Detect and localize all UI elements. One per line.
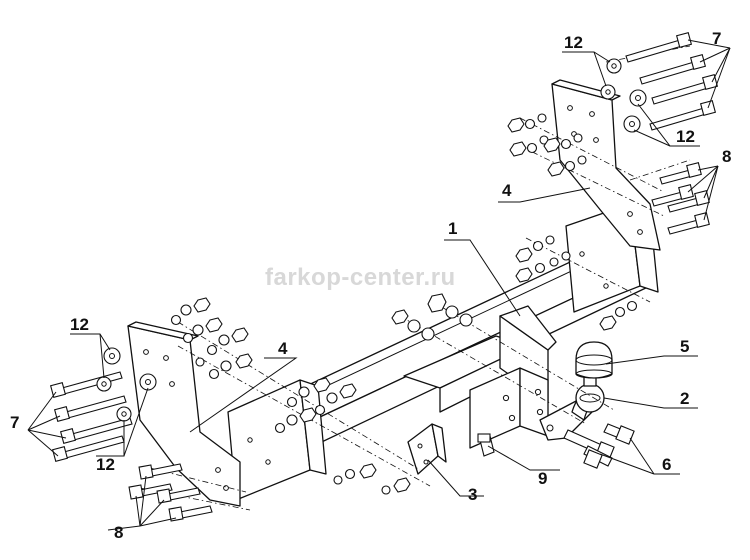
socket-bolt <box>477 433 495 457</box>
callout-3: 3 <box>468 485 477 504</box>
left-short-bolts <box>128 463 213 522</box>
right-long-bolts <box>625 31 719 131</box>
ball-cap <box>575 341 613 379</box>
ball-mount-bolts <box>563 423 635 469</box>
tow-ball-assembly <box>539 373 605 441</box>
callout-2: 2 <box>680 389 689 408</box>
callout-1: 1 <box>448 219 457 238</box>
callout-8-right: 8 <box>722 147 731 166</box>
callout-5: 5 <box>680 337 689 356</box>
callout-4-right: 4 <box>502 181 512 200</box>
callout-12-right-top: 12 <box>564 33 583 52</box>
callout-4-left: 4 <box>278 339 288 358</box>
left-large-washers <box>96 347 157 422</box>
left-mounting-bracket <box>127 321 241 507</box>
electrical-socket-plate <box>407 423 447 475</box>
callout-7-right: 7 <box>712 29 721 48</box>
callout-12-right-bottom: 12 <box>676 127 695 146</box>
right-bracket-fasteners <box>507 113 587 283</box>
right-large-washers <box>600 58 647 133</box>
watermark-text: farkop-center.ru <box>265 264 456 291</box>
crossbar-fasteners <box>274 293 638 495</box>
callout-7-left: 7 <box>10 413 19 432</box>
callout-9: 9 <box>538 469 547 488</box>
callout-12-left-bottom: 12 <box>96 455 115 474</box>
right-short-bolts <box>651 162 710 235</box>
callout-8-left: 8 <box>114 523 123 542</box>
callout-labels: 1 2 3 4 4 5 6 7 7 8 8 9 12 12 12 12 <box>10 29 731 542</box>
leader-lines <box>27 39 731 531</box>
left-bracket-fasteners <box>170 297 253 380</box>
tow-receiver-housing <box>403 305 557 449</box>
callout-12-left-top: 12 <box>70 315 89 334</box>
callout-6: 6 <box>662 455 671 474</box>
